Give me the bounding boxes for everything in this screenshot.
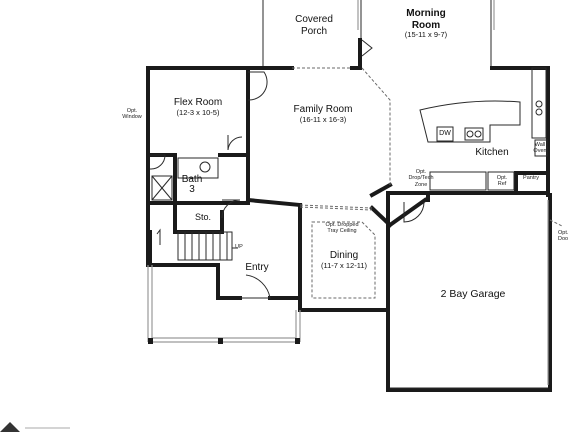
- dining-dims: (11-7 x 12-11): [321, 260, 367, 270]
- kitchen-counters: [429, 67, 548, 191]
- opt-door-note: Opt. Doo: [558, 230, 569, 243]
- opt-drop-zone-note: Opt. Drop/Tech Zone: [408, 169, 434, 188]
- family-room-dims: (16-11 x 16-3): [299, 114, 347, 124]
- dw-note: DW: [439, 130, 451, 137]
- flex-room-label: Flex Room (12-3 x 10-5): [162, 97, 234, 117]
- stairs: [156, 228, 238, 261]
- logo-mark: [0, 422, 70, 432]
- family-room-bay: [292, 67, 391, 211]
- opt-window-note: Opt. Window: [122, 108, 142, 121]
- bath-fixtures: [151, 157, 219, 201]
- tray-ceiling: [311, 221, 376, 299]
- morning-room-dims: (15-11 x 9-7): [404, 30, 448, 39]
- front-porch: [147, 265, 301, 344]
- dining-name: Dining: [329, 250, 359, 261]
- rear-outline: [262, 0, 495, 68]
- entry-label: Entry: [245, 262, 269, 273]
- wall-oven-note: Wall Oven: [533, 142, 547, 155]
- kitchen-island: [419, 100, 521, 143]
- flex-room-name: Flex Room: [173, 97, 223, 108]
- morning-room-label: Morning Room (15-11 x 9-7): [390, 8, 462, 40]
- pantry-note: Pantry: [523, 175, 539, 181]
- dining-label: Dining (11-7 x 12-11): [308, 250, 380, 270]
- tray-ceiling-note: Opt. Dropped Tray Ceiling: [325, 222, 359, 235]
- stairs-up-note: UP: [235, 244, 243, 250]
- opt-ref-note: Opt. Ref: [496, 175, 508, 188]
- morning-room-name: Morning Room: [406, 8, 446, 31]
- family-room-name: Family Room: [293, 104, 353, 115]
- bath-label: Bath 3: [181, 174, 203, 195]
- family-room-label: Family Room (16-11 x 16-3): [282, 104, 364, 124]
- storage-label: Sto.: [194, 212, 211, 222]
- garage-label: 2 Bay Garage: [440, 288, 506, 300]
- flex-room-dims: (12-3 x 10-5): [176, 107, 220, 117]
- covered-porch-label: Covered Porch: [295, 14, 333, 37]
- kitchen-label: Kitchen: [475, 147, 509, 158]
- garage-door: [390, 200, 563, 389]
- doors: [149, 39, 425, 299]
